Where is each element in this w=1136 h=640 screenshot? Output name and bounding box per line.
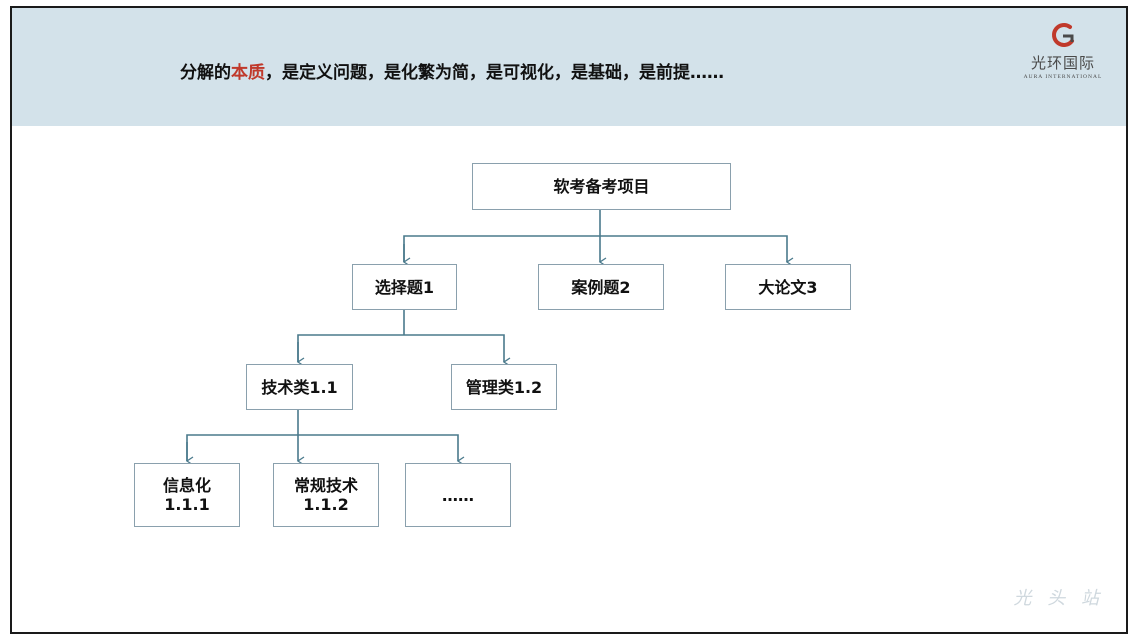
tree-node-essay: 大论文3 xyxy=(725,264,851,310)
tree-node-more: …… xyxy=(405,463,511,527)
tree-node-case: 案例题2 xyxy=(538,264,664,310)
tree-node-info: 信息化 1.1.1 xyxy=(134,463,240,527)
title-prefix: 分解的 xyxy=(180,63,231,83)
tree-node-general-tech: 常规技术 1.1.2 xyxy=(273,463,379,527)
title-highlight: 本质 xyxy=(231,63,265,83)
tree-node-tech: 技术类1.1 xyxy=(246,364,353,410)
header-band: 分解的本质，是定义问题，是化繁为简，是可视化，是基础，是前提…… 光环国际 AU… xyxy=(12,8,1126,126)
tree-connectors xyxy=(185,210,794,466)
tree-node-mgmt: 管理类1.2 xyxy=(451,364,557,410)
brand-logo: 光环国际 AURA INTERNATIONAL xyxy=(1020,22,1106,92)
connector-l2-branch xyxy=(186,434,465,466)
tree-node-root: 软考备考项目 xyxy=(472,163,731,210)
title-suffix: ，是定义问题，是化繁为简，是可视化，是基础，是前提…… xyxy=(265,63,724,83)
connector-root-branch xyxy=(403,235,794,267)
tree-node-choice: 选择题1 xyxy=(352,264,457,310)
logo-name-cn: 光环国际 xyxy=(1030,54,1095,72)
logo-name-en: AURA INTERNATIONAL xyxy=(1023,74,1103,80)
swirl-logo-icon xyxy=(1052,23,1074,47)
connector-l1-branch xyxy=(297,334,511,367)
slide: 分解的本质，是定义问题，是化繁为简，是可视化，是基础，是前提…… 光环国际 AU… xyxy=(10,6,1128,634)
page-title: 分解的本质，是定义问题，是化繁为简，是可视化，是基础，是前提…… xyxy=(12,58,892,83)
watermark: 光 头 站 xyxy=(1013,588,1104,609)
